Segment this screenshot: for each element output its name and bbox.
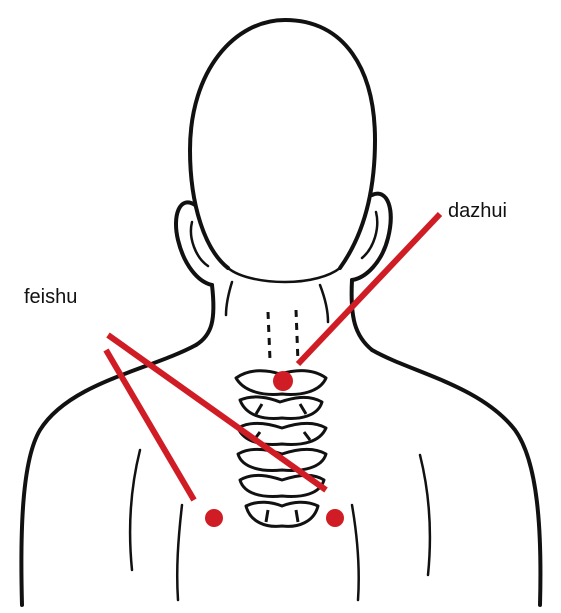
neck-left (196, 285, 213, 345)
head-outline (190, 20, 375, 268)
cervical-spine (236, 310, 326, 526)
left-shoulder (21, 345, 196, 605)
vertebra (246, 502, 318, 526)
dazhui-label: dazhui (448, 200, 507, 223)
feishu-point-dot-left (205, 509, 223, 527)
vertebra (240, 397, 322, 419)
dazhui-point-dot (273, 371, 293, 391)
feishu-leader-line-left (106, 350, 194, 500)
dazhui-leader-line (298, 214, 440, 364)
feishu-label: feishu (24, 286, 77, 309)
right-shoulder (372, 350, 540, 605)
feishu-point-dot-right (326, 509, 344, 527)
